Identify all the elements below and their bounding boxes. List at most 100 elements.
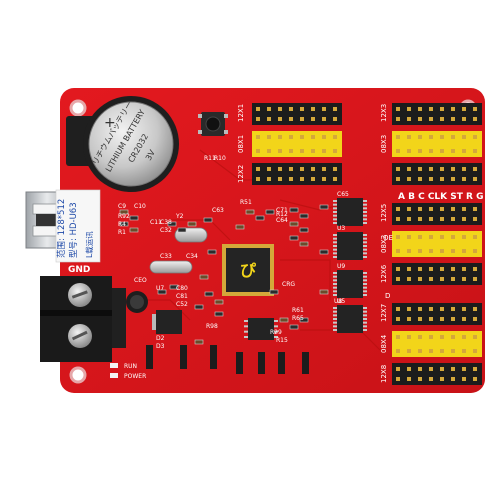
header-pin	[278, 117, 282, 121]
header-pin	[462, 107, 466, 111]
label-12x3: 12X3	[380, 104, 388, 122]
header-pin	[333, 149, 337, 153]
ic-leg	[333, 200, 337, 202]
ic-leg	[363, 218, 367, 221]
header-pin	[418, 177, 422, 181]
header-pin	[396, 217, 400, 221]
ic-leg	[363, 200, 367, 202]
header-pin	[451, 149, 455, 153]
header-pin	[451, 107, 455, 111]
designator-r4: R4	[118, 221, 126, 228]
ic-leg	[363, 294, 367, 296]
header-pin	[451, 135, 455, 139]
header-pin	[473, 335, 477, 339]
smd-part	[194, 339, 204, 345]
header-pin	[440, 149, 444, 153]
ic-leg	[363, 245, 367, 247]
header-pin	[440, 307, 444, 311]
ic-leg	[333, 314, 337, 317]
battery-plus-sign: +	[104, 115, 116, 131]
header-pin	[256, 149, 260, 153]
header-pin	[451, 367, 455, 371]
hub-12x5-header	[392, 203, 482, 225]
ic-leg	[333, 307, 337, 309]
header-pin	[418, 107, 422, 111]
header-pin	[429, 107, 433, 111]
mcu-logo: ぴ	[240, 261, 256, 280]
designator-r1: R1	[118, 229, 126, 236]
header-pin	[451, 217, 455, 221]
header-pin	[462, 235, 466, 239]
label-12x7: 12X7	[380, 304, 388, 322]
header-pin	[396, 107, 400, 111]
header-pin	[289, 149, 293, 153]
smd-part	[199, 274, 209, 280]
hub-08x2-header	[392, 231, 482, 257]
designator-u8: U8	[334, 298, 342, 305]
header-pin	[407, 235, 411, 239]
spec-sticker: 范围: 128*512 型号: HD-U63 L载运讯	[55, 189, 101, 263]
header-pin	[440, 317, 444, 321]
label-oe: OE	[383, 234, 393, 242]
sticker-side: L载运讯	[84, 231, 94, 258]
smd-part	[289, 235, 299, 241]
header-pin	[451, 167, 455, 171]
header-pin	[333, 177, 337, 181]
header-pin	[396, 277, 400, 281]
ic-leg	[333, 256, 337, 258]
ic-leg	[333, 211, 337, 213]
header-pin	[462, 117, 466, 121]
header-pin	[462, 367, 466, 371]
ic-leg	[333, 222, 337, 224]
header-pin	[462, 149, 466, 153]
header-pin	[396, 207, 400, 211]
designator-c10: C10	[134, 203, 146, 210]
header-pin	[473, 217, 477, 221]
ic-leg	[333, 237, 337, 240]
header-pin	[462, 135, 466, 139]
header-pin	[473, 235, 477, 239]
header-pin	[407, 335, 411, 339]
label-d: D	[385, 292, 390, 300]
header-pin	[462, 167, 466, 171]
designator-r92: R92	[118, 213, 130, 220]
header-pin	[429, 317, 433, 321]
header-pin	[440, 135, 444, 139]
ic-leg	[363, 279, 367, 282]
header-pin	[407, 267, 411, 271]
ic-leg	[274, 325, 278, 328]
ic-leg	[363, 307, 367, 309]
ic-leg	[363, 211, 367, 213]
header-pin	[451, 377, 455, 381]
header-pin	[418, 249, 422, 253]
designator-r65: R65	[292, 315, 304, 322]
ic-leg	[333, 283, 337, 285]
smd-part	[214, 311, 224, 317]
hub-12x7-header	[392, 303, 482, 325]
header-pin	[418, 349, 422, 353]
header-pin	[311, 167, 315, 171]
header-pin	[451, 117, 455, 121]
header-pin	[418, 317, 422, 321]
ic-leg	[363, 214, 367, 217]
header-pin	[407, 317, 411, 321]
header-pin	[418, 167, 422, 171]
header-pin	[440, 249, 444, 253]
designator-y2: Y2	[175, 213, 184, 220]
header-pin	[440, 207, 444, 211]
header-pin	[473, 177, 477, 181]
header-pin	[407, 177, 411, 181]
designator-u5: U5	[337, 298, 345, 305]
header-pin	[267, 117, 271, 121]
header-pin	[300, 149, 304, 153]
electrolytic-capacitor	[126, 291, 148, 313]
header-pin	[322, 177, 326, 181]
header-pin	[440, 267, 444, 271]
smd-part	[207, 249, 217, 255]
header-pin	[462, 267, 466, 271]
header-pin	[256, 167, 260, 171]
ic-leg	[244, 320, 248, 322]
ic-leg	[363, 286, 367, 289]
designator-r11: R11	[204, 155, 216, 162]
header-pin	[311, 135, 315, 139]
